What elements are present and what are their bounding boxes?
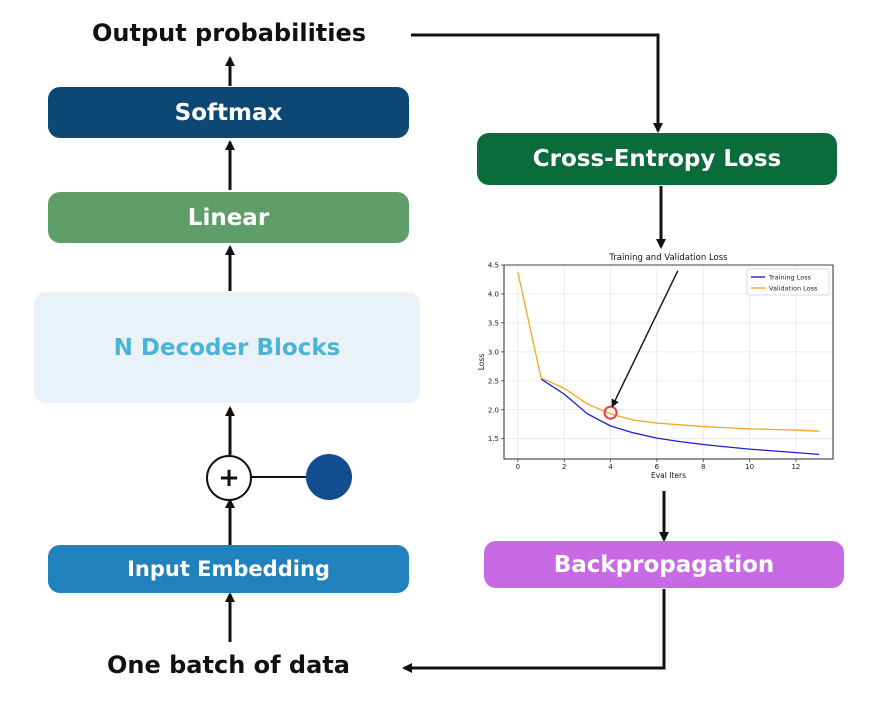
- linear-label: Linear: [187, 204, 270, 231]
- y-tick-label: 1.5: [488, 435, 499, 443]
- decoder-blocks: N Decoder Blocks: [34, 292, 420, 403]
- input-embedding-block: Input Embedding: [48, 545, 409, 593]
- loss-chart-svg: 0 2 4 6 8 10 12 1.5 2.0 2.5 3.0 3.5 4.0 4.5 Training a…: [478, 253, 834, 480]
- y-tick-label: 4.5: [488, 262, 499, 270]
- y-axis-label: Loss: [478, 354, 486, 371]
- x-tick-label: 4: [608, 463, 613, 471]
- legend-label-1: Validation Loss: [769, 285, 818, 293]
- y-tick-label: 3.5: [488, 319, 499, 327]
- softmax-label: Softmax: [174, 99, 283, 126]
- input-batch-label: One batch of data: [107, 651, 350, 679]
- x-tick-label: 12: [791, 463, 800, 471]
- softmax-block: Softmax: [48, 87, 409, 138]
- x-tick-label: 6: [655, 463, 660, 471]
- x-tick-label: 10: [745, 463, 754, 471]
- y-tick-label: 2.5: [488, 377, 499, 385]
- arrow-output-to-loss: [411, 33, 663, 133]
- backpropagation-label: Backpropagation: [553, 551, 775, 578]
- x-tick-label: 8: [701, 463, 705, 471]
- input-embedding-label: Input Embedding: [127, 557, 330, 581]
- decoder-blocks-label: N Decoder Blocks: [113, 334, 341, 361]
- legend-label-0: Training Loss: [768, 274, 812, 282]
- x-axis-label: Eval Iters: [651, 471, 686, 480]
- plot-area: [503, 264, 834, 460]
- x-tick-label: 0: [516, 463, 520, 471]
- cross-entropy-loss-block: Cross-Entropy Loss: [477, 133, 837, 185]
- legend-box: [746, 268, 830, 296]
- series-line-1: [517, 272, 820, 432]
- plot-border: [503, 264, 834, 460]
- x-tick-label: 2: [562, 463, 566, 471]
- y-tick-label: 2.0: [488, 406, 499, 414]
- linear-block: Linear: [48, 192, 409, 243]
- chart-title: Training and Validation Loss: [608, 253, 728, 263]
- highlight-marker: [603, 405, 618, 420]
- add-node: +: [206, 455, 252, 501]
- positional-encoding-dot: [306, 454, 352, 500]
- output-probabilities-label: Output probabilities: [92, 19, 367, 47]
- annotation-arrow: [611, 270, 679, 408]
- y-tick-label: 3.0: [488, 348, 499, 356]
- y-tick-label: 4.0: [488, 290, 499, 298]
- series-line-0: [540, 378, 820, 456]
- arrow-backprop-to-input: [402, 589, 666, 673]
- plus-icon: +: [218, 463, 240, 493]
- loss-chart: 0 2 4 6 8 10 12 1.5 2.0 2.5 3.0 3.5 4.0 4.5 Training a…: [478, 248, 842, 488]
- backpropagation-block: Backpropagation: [484, 541, 844, 588]
- cross-entropy-loss-label: Cross-Entropy Loss: [532, 146, 782, 172]
